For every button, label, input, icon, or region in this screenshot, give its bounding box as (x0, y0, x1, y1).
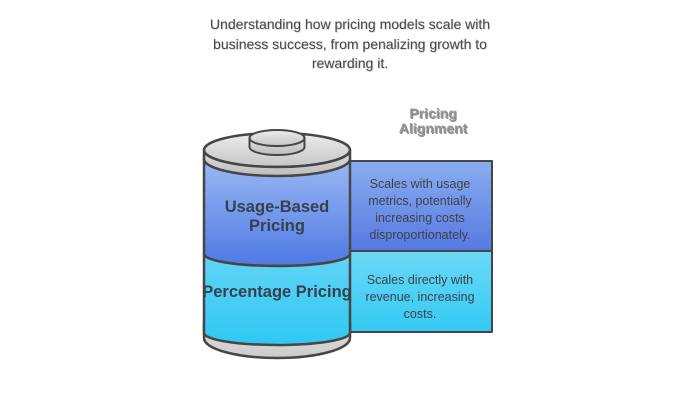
cylinder-cap-rim (202, 148, 352, 178)
segment-label-percentage: Percentage Pricing (202, 283, 352, 301)
alignment-boxes (345, 160, 493, 333)
cylinder-knob-top (248, 129, 306, 147)
diagram-title: Understanding how pricing models scale w… (209, 16, 491, 71)
alignment-text-usage-based: Scales with usage metrics, potentially i… (368, 177, 472, 242)
alignment-text-percentage: Scales directly with revenue, increasing… (365, 273, 475, 321)
battery-cylinder (202, 129, 352, 360)
segment-label-usage-based: Usage-Based Pricing (224, 198, 330, 235)
segment-percentage (202, 252, 352, 347)
column-header-pricing-alignment: Pricing Alignment (399, 106, 469, 137)
alignment-box-usage (345, 160, 493, 252)
alignment-box-percentage (345, 250, 493, 333)
